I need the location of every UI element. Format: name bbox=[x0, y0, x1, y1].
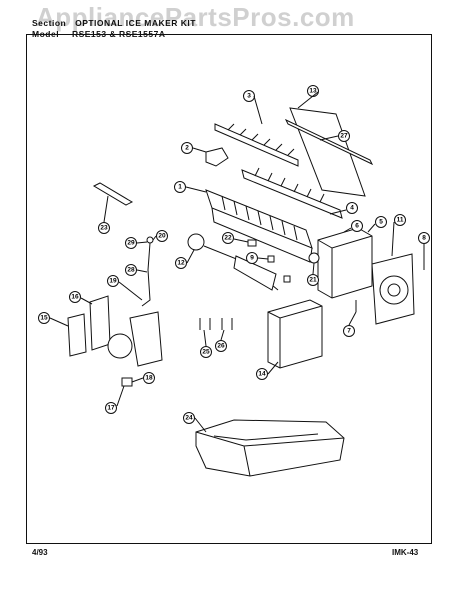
callout-26: 26 bbox=[215, 340, 227, 352]
footer-code: IMK-43 bbox=[392, 548, 419, 557]
svg-text:27: 27 bbox=[340, 133, 348, 140]
svg-text:20: 20 bbox=[158, 233, 166, 240]
callout-22: 22 bbox=[222, 232, 234, 244]
part-shield bbox=[267, 299, 323, 369]
callout-3: 3 bbox=[243, 90, 255, 102]
callout-28: 28 bbox=[125, 264, 137, 276]
callout-4: 4 bbox=[346, 202, 358, 214]
part-screws bbox=[199, 318, 233, 330]
svg-text:11: 11 bbox=[397, 217, 404, 224]
callout-25: 25 bbox=[200, 346, 212, 358]
part-bracket bbox=[205, 147, 229, 167]
part-stripper bbox=[241, 167, 343, 219]
svg-text:22: 22 bbox=[224, 235, 232, 242]
svg-text:1: 1 bbox=[178, 184, 182, 191]
diagram-frame bbox=[26, 34, 432, 544]
svg-text:28: 28 bbox=[127, 267, 135, 274]
svg-text:26: 26 bbox=[217, 343, 225, 350]
callout-2: 2 bbox=[181, 142, 193, 154]
svg-text:14: 14 bbox=[258, 371, 266, 378]
watermark: AppliancePartsPros.com bbox=[36, 2, 355, 32]
callout-1: 1 bbox=[174, 181, 186, 193]
section-label: Section bbox=[32, 18, 67, 28]
part-water-valve bbox=[67, 295, 163, 367]
callout-6: 6 bbox=[351, 220, 363, 232]
svg-text:29: 29 bbox=[127, 240, 135, 247]
callout-17: 17 bbox=[105, 402, 117, 414]
callout-29: 29 bbox=[125, 237, 137, 249]
part-mounting-plate bbox=[371, 253, 415, 325]
svg-text:8: 8 bbox=[422, 235, 426, 242]
callout-16: 16 bbox=[69, 291, 81, 303]
section-line: Section OPTIONAL ICE MAKER KIT bbox=[32, 18, 196, 28]
part-ejector-blade bbox=[214, 123, 299, 167]
svg-text:25: 25 bbox=[202, 349, 210, 356]
callout-18: 18 bbox=[143, 372, 155, 384]
svg-text:3: 3 bbox=[247, 93, 251, 100]
svg-text:6: 6 bbox=[355, 223, 359, 230]
callout-20: 20 bbox=[156, 230, 168, 242]
callout-8: 8 bbox=[418, 232, 430, 244]
callout-5: 5 bbox=[375, 216, 387, 228]
svg-text:15: 15 bbox=[40, 315, 48, 322]
callout-14: 14 bbox=[256, 368, 268, 380]
callout-11: 11 bbox=[394, 214, 406, 226]
callout-21: 21 bbox=[307, 274, 319, 286]
svg-text:19: 19 bbox=[109, 278, 117, 285]
svg-text:24: 24 bbox=[185, 415, 193, 422]
callout-24: 24 bbox=[183, 412, 195, 424]
svg-text:2: 2 bbox=[185, 145, 189, 152]
callout-13: 13 bbox=[307, 85, 319, 97]
svg-text:16: 16 bbox=[71, 294, 79, 301]
part-thermostat bbox=[187, 233, 279, 291]
callout-15: 15 bbox=[38, 312, 50, 324]
callout-19: 19 bbox=[107, 275, 119, 287]
svg-text:12: 12 bbox=[177, 260, 185, 267]
part-cover bbox=[284, 107, 374, 197]
part-heater-stick bbox=[92, 182, 134, 206]
callout-12: 12 bbox=[175, 257, 187, 269]
callout-27: 27 bbox=[338, 130, 350, 142]
svg-text:18: 18 bbox=[145, 375, 153, 382]
section-value: OPTIONAL ICE MAKER KIT bbox=[75, 18, 196, 28]
svg-text:7: 7 bbox=[347, 328, 351, 335]
svg-text:17: 17 bbox=[107, 405, 115, 412]
svg-text:4: 4 bbox=[350, 205, 354, 212]
callout-9: 9 bbox=[246, 252, 258, 264]
callout-23: 23 bbox=[98, 222, 110, 234]
part-ice-bin bbox=[195, 419, 345, 477]
footer-date: 4/93 bbox=[32, 548, 48, 557]
svg-text:23: 23 bbox=[100, 225, 108, 232]
callout-7: 7 bbox=[343, 325, 355, 337]
svg-text:5: 5 bbox=[379, 219, 383, 226]
svg-text:13: 13 bbox=[309, 88, 317, 95]
svg-text:9: 9 bbox=[250, 255, 254, 262]
svg-text:21: 21 bbox=[309, 277, 317, 284]
